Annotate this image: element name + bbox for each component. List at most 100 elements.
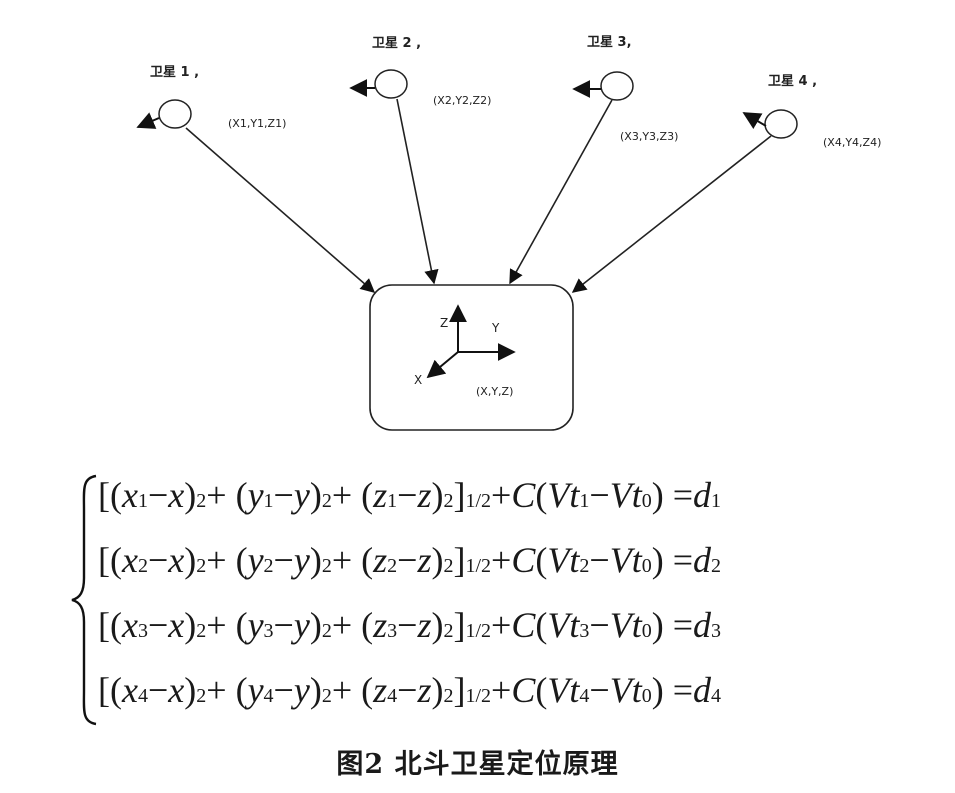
satellite-1: 卫星 1 , (X1,Y1,Z1): [136, 65, 376, 293]
equation-variable: x: [168, 475, 185, 515]
signal-line-2: [396, 98, 439, 285]
satellite-4-icon: [764, 109, 798, 139]
equation-variable: y: [293, 670, 310, 710]
satellite-2-label: 卫星 2 ,: [372, 36, 421, 51]
equation-variable: C: [511, 540, 536, 580]
equation-operator: ): [309, 475, 322, 515]
equation-operator: ]: [453, 605, 466, 645]
satellite-4-label: 卫星 4 ,: [768, 74, 817, 89]
receiver: Z Y X (X,Y,Z): [369, 284, 574, 431]
satellite-2-coord: (X2,Y2,Z2): [433, 94, 491, 107]
equation-variable: z: [417, 670, 432, 710]
equation-operator: + (: [206, 670, 248, 710]
signal-line-3: [509, 99, 613, 285]
equation-operator: +: [491, 670, 512, 710]
equation-operator: + (: [206, 475, 248, 515]
equation-variable: V: [547, 670, 570, 710]
equation-operator: −: [397, 605, 418, 645]
equation-variable: y: [247, 605, 264, 645]
equation-variable: x: [121, 670, 138, 710]
satellite-2-icon: [374, 69, 408, 99]
equation-operator: (: [535, 475, 548, 515]
equation-variable: t: [569, 475, 580, 515]
equation-variable: y: [293, 540, 310, 580]
equation-operator: ]: [453, 540, 466, 580]
equation-operator: ) =: [651, 475, 694, 515]
equation-variable: x: [168, 670, 185, 710]
equation-operator: −: [147, 670, 169, 710]
left-brace-icon: [71, 474, 97, 726]
equation-variable: V: [547, 605, 570, 645]
equation-variable: x: [168, 540, 185, 580]
equation-variable: x: [168, 605, 185, 645]
equation-operator: [(: [98, 475, 122, 515]
z-axis-label: Z: [440, 316, 448, 330]
satellite-1-coord: (X1,Y1,Z1): [228, 117, 286, 130]
equation-variable: V: [609, 670, 632, 710]
equation-variable: t: [631, 670, 642, 710]
equation-variable: t: [631, 540, 642, 580]
equation-operator: ): [184, 605, 197, 645]
equation-operator: + (: [331, 475, 374, 515]
receiver-box: [369, 284, 574, 431]
equation-operator: −: [397, 670, 418, 710]
equation-operator: −: [397, 475, 418, 515]
equation-variable: V: [609, 540, 632, 580]
equation-variable: y: [247, 540, 264, 580]
equation-variable: z: [373, 670, 388, 710]
equation-operator: ): [431, 540, 444, 580]
equation-operator: (: [535, 670, 548, 710]
equation-operator: −: [147, 605, 169, 645]
equation-operator: ): [431, 475, 444, 515]
satellite-4-motion-arrow: [742, 112, 767, 129]
equation-variable: z: [373, 475, 388, 515]
equation-operator: + (: [206, 540, 248, 580]
equation-variable: C: [511, 670, 536, 710]
equation-variable: t: [569, 605, 580, 645]
equation-operator: +: [491, 475, 512, 515]
satellite-4-coord: (X4,Y4,Z4): [823, 136, 881, 149]
equation-variable: y: [293, 475, 310, 515]
equation-variable: d: [693, 670, 712, 710]
equation-variable: d: [693, 540, 712, 580]
equation-operator: + (: [331, 670, 374, 710]
equation-operator: (: [535, 540, 548, 580]
equation-operator: + (: [206, 605, 248, 645]
satellite-1-motion-arrow: [136, 112, 160, 129]
equation-operator: ): [184, 475, 197, 515]
equation-operator: (: [535, 605, 548, 645]
equation-variable: d: [693, 475, 712, 515]
equation-variable: t: [631, 475, 642, 515]
equation-operator: ) =: [651, 540, 694, 580]
equation-variable: x: [121, 540, 138, 580]
equation-operator: −: [273, 540, 294, 580]
equation-operator: ): [309, 605, 322, 645]
satellite-3-icon: [600, 71, 634, 101]
equation-operator: ): [431, 605, 444, 645]
equation-operator: ): [309, 670, 322, 710]
satellite-2: 卫星 2 , (X2,Y2,Z2): [349, 36, 491, 285]
equation-variable: y: [247, 670, 264, 710]
equation-operator: ): [309, 540, 322, 580]
equation-operator: [(: [98, 605, 122, 645]
y-axis-label: Y: [491, 321, 500, 335]
equation-operator: −: [589, 605, 610, 645]
equation-operator: ]: [453, 670, 466, 710]
equation-operator: −: [589, 475, 610, 515]
equation-operator: −: [397, 540, 418, 580]
equation-variable: V: [547, 475, 570, 515]
equation-operator: ): [184, 540, 197, 580]
satellite-1-icon: [158, 99, 192, 129]
equation-variable: t: [631, 605, 642, 645]
satellite-3-coord: (X3,Y3,Z3): [620, 130, 678, 143]
satellite-4: 卫星 4 , (X4,Y4,Z4): [571, 74, 881, 293]
equation-variable: C: [511, 605, 536, 645]
equation-variable: y: [293, 605, 310, 645]
figure-caption: 图2 北斗卫星定位原理: [336, 749, 619, 780]
satellite-3: 卫星 3, (X3,Y3,Z3): [509, 35, 678, 285]
equation-variable: y: [247, 475, 264, 515]
